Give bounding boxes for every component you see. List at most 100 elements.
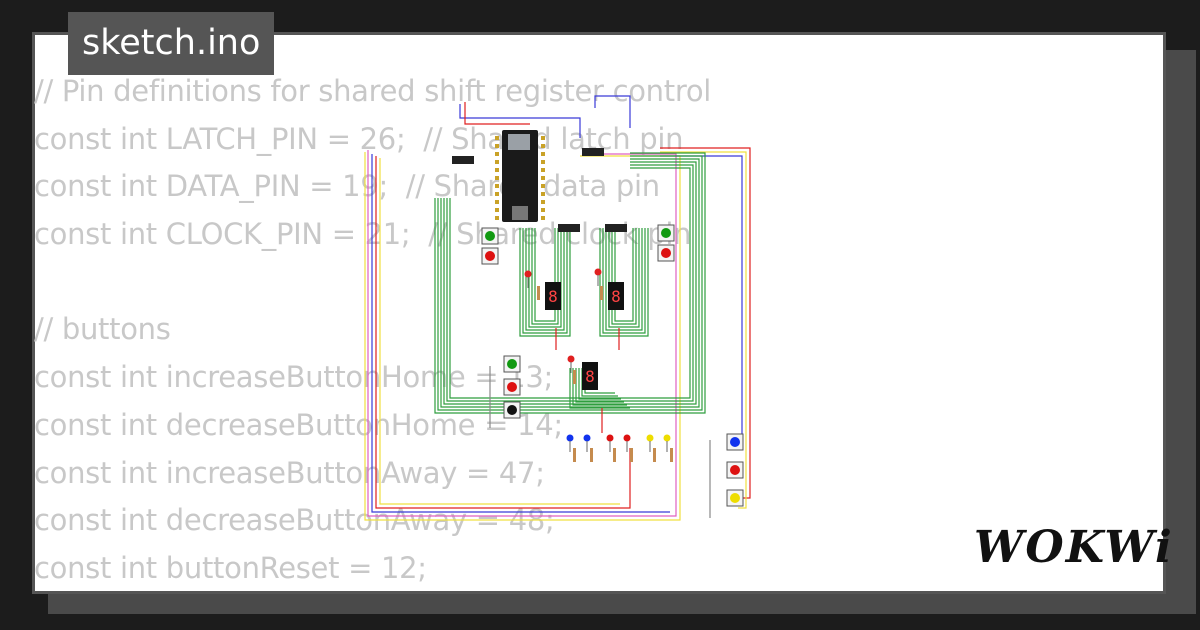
board-pin — [541, 144, 545, 148]
led — [567, 355, 575, 363]
wire-green — [440, 158, 700, 408]
wire-green — [534, 228, 556, 322]
wire-green — [434, 152, 706, 414]
board-pin — [495, 192, 499, 196]
resistor — [613, 448, 616, 462]
circuit-diagram: 8 8 8 — [364, 95, 751, 521]
resistor — [670, 448, 673, 462]
wire-green — [528, 228, 562, 328]
wire — [375, 156, 631, 509]
code-line: const int buttonReset = 12; — [34, 550, 427, 585]
button-cap — [507, 405, 517, 415]
shift-register-chip — [605, 224, 627, 232]
wire — [464, 102, 530, 125]
board-pin — [495, 168, 499, 172]
wire-green — [569, 368, 630, 409]
code-line: const int increaseButtonHome = 13; — [34, 360, 554, 395]
resistor — [573, 448, 576, 462]
button-cap — [730, 493, 740, 503]
board-pin — [495, 200, 499, 204]
wire-green — [446, 164, 694, 402]
board-pin — [495, 144, 499, 148]
wire-green — [531, 228, 559, 325]
led — [566, 434, 574, 442]
wire-green — [614, 228, 634, 322]
button-cap — [730, 437, 740, 447]
wire — [594, 95, 631, 128]
led — [646, 434, 654, 442]
wire-green — [599, 228, 649, 337]
board-pin — [541, 176, 545, 180]
board-pin — [495, 184, 499, 188]
wire — [367, 150, 677, 517]
wire-green — [602, 228, 646, 334]
board-pin — [541, 152, 545, 156]
code-line: // Pin definitions for shared shift regi… — [34, 74, 712, 108]
wire — [660, 147, 751, 499]
segment-digit: 8 — [585, 367, 595, 386]
board-pin — [495, 136, 499, 140]
wire-green — [449, 167, 691, 399]
resistor — [653, 448, 656, 462]
led — [623, 434, 631, 442]
seven-segment-display — [582, 362, 598, 390]
board-pin — [541, 200, 545, 204]
button-cap — [661, 228, 671, 238]
wire-green — [525, 228, 565, 331]
board-pin — [541, 192, 545, 196]
shift-register-chip — [582, 148, 604, 156]
wire-green — [578, 368, 621, 400]
button-cap — [507, 359, 517, 369]
board-pin — [495, 216, 499, 220]
led — [606, 434, 614, 442]
board-pin — [541, 208, 545, 212]
button-cap — [485, 231, 495, 241]
preview-card — [32, 32, 1166, 594]
code-line: // buttons — [34, 312, 171, 347]
usb-port — [512, 206, 528, 220]
wire-green — [608, 228, 640, 328]
wire-green — [519, 228, 571, 337]
board-pin — [541, 216, 545, 220]
button-cap — [730, 465, 740, 475]
wire-green — [611, 228, 637, 325]
esp32-board — [502, 130, 538, 222]
wire — [371, 154, 670, 513]
wire — [459, 104, 581, 138]
code-line: const int CLOCK_PIN = 21; // Shared cloc… — [34, 217, 692, 252]
wire-green — [443, 161, 697, 405]
resistor — [537, 286, 540, 300]
led — [524, 270, 532, 278]
board-pin — [495, 176, 499, 180]
resistor — [600, 286, 603, 300]
seven-segment-display — [608, 282, 624, 310]
shift-register-chip — [452, 156, 474, 164]
resistor — [630, 448, 633, 462]
board-pin — [495, 152, 499, 156]
shift-register-chip — [558, 224, 580, 232]
wire-green — [522, 228, 568, 334]
wokwi-logo: WOKWi — [974, 522, 1174, 573]
board-pin — [541, 168, 545, 172]
led — [663, 434, 671, 442]
wire-green — [605, 228, 643, 331]
resistor — [590, 448, 593, 462]
button-cap — [661, 248, 671, 258]
segment-digit: 8 — [548, 287, 558, 306]
wire — [660, 151, 747, 509]
seven-segment-display — [545, 282, 561, 310]
led — [594, 268, 602, 276]
board-pin — [495, 160, 499, 164]
wire-green — [437, 155, 703, 411]
wire — [379, 158, 620, 505]
code-line: const int increaseButtonAway = 47; — [34, 455, 545, 490]
esp32-module — [508, 134, 530, 150]
led — [583, 434, 591, 442]
board-pin — [495, 208, 499, 212]
sketch-title: sketch.ino — [68, 12, 275, 75]
button-cap — [485, 251, 495, 261]
button-cap — [507, 382, 517, 392]
board-pin — [541, 184, 545, 188]
resistor — [573, 370, 576, 384]
segment-digit: 8 — [611, 287, 621, 306]
